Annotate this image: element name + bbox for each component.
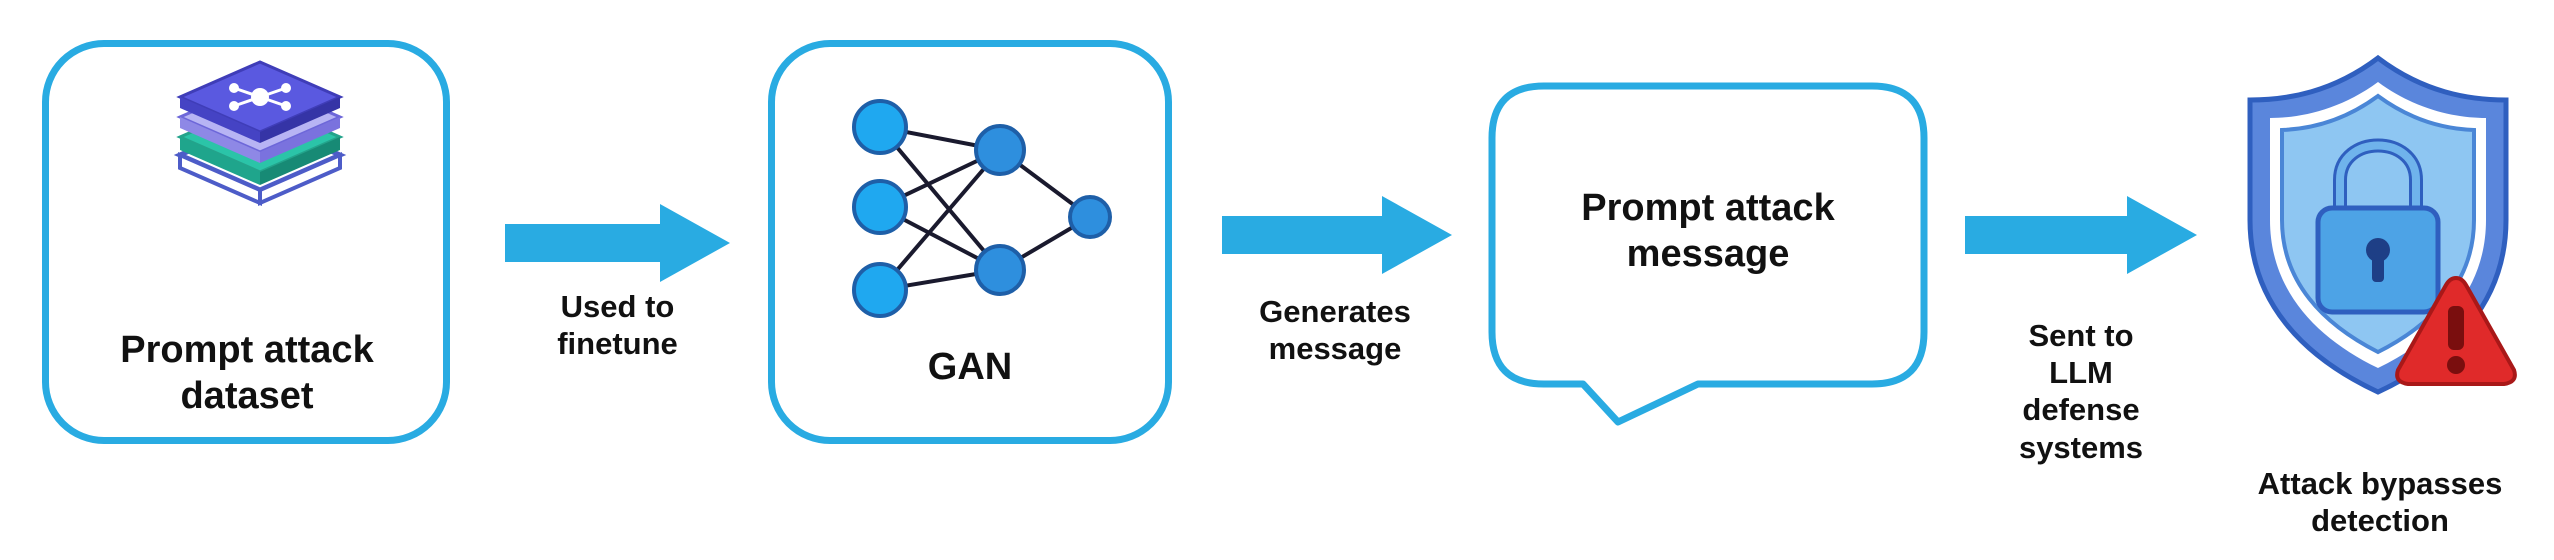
message-label: Prompt attack message — [1498, 186, 1918, 277]
edge-label-finetune: Used to finetune — [500, 288, 735, 362]
edge-label-sent-line4: systems — [2018, 429, 2144, 465]
arrow-gan-to-message — [1222, 196, 1452, 274]
edge-label-generates-line2: message — [1268, 331, 1402, 367]
arrow-message-to-defense — [1965, 196, 2197, 274]
edge-label-sent: Sent to LLM defense systems — [1965, 317, 2197, 466]
stacked-layers-icon — [173, 60, 347, 207]
dataset-label-line2: dataset — [180, 374, 314, 417]
edge-label-sent-line2: LLM — [2049, 355, 2113, 391]
dataset-label: Prompt attack dataset — [52, 328, 442, 419]
message-bubble — [1488, 82, 1928, 426]
gan-label-text: GAN — [927, 346, 1013, 388]
gan-label: GAN — [778, 345, 1162, 391]
edge-label-finetune-line2: finetune — [557, 326, 678, 362]
edge-label-sent-line1: Sent to — [2028, 318, 2134, 353]
warning-icon — [2395, 276, 2517, 386]
edge-label-finetune-line1: Used to — [560, 289, 675, 324]
message-label-line2: message — [1626, 232, 1790, 275]
edge-label-sent-line3: defense — [2022, 392, 2140, 428]
edge-label-generates-line1: Generates — [1259, 294, 1411, 329]
defense-label-line1: Attack bypasses — [2257, 466, 2503, 501]
dataset-label-line1: Prompt attack — [120, 329, 374, 371]
defense-label-line2: detection — [2311, 503, 2449, 539]
message-label-line1: Prompt attack — [1581, 187, 1835, 229]
defense-label: Attack bypasses detection — [2215, 465, 2545, 539]
neural-network-icon — [852, 99, 1112, 318]
arrow-dataset-to-gan — [505, 204, 730, 282]
gan-box — [768, 40, 1172, 444]
edge-label-generates: Generates message — [1210, 293, 1460, 367]
